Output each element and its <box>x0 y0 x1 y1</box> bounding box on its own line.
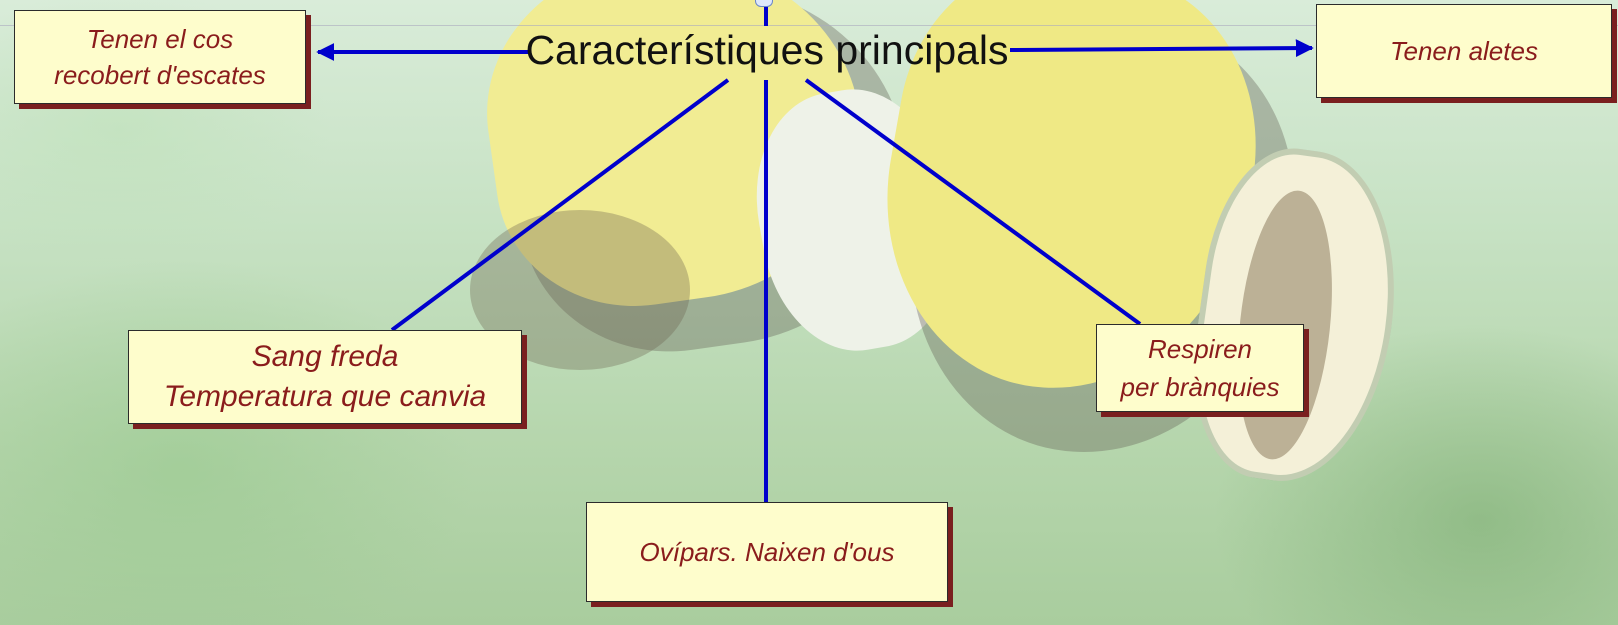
arrow-to-fins <box>1009 39 1314 58</box>
node-cold-blood: Sang freda Temperatura que canvia <box>128 330 522 424</box>
central-topic: Característiques principals <box>525 27 1009 73</box>
node-fins: Tenen aletes <box>1316 4 1612 98</box>
node-cold-blood-line-2: Temperatura que canvia <box>163 380 487 413</box>
connector-handle-icon[interactable] <box>755 0 773 7</box>
node-fins-line-1: Tenen aletes <box>1390 35 1538 66</box>
node-oviparous-line-1: Ovípars. Naixen d'ous <box>639 536 895 567</box>
top-rule-line <box>0 25 1618 26</box>
node-scales-line-2: recobert d'escates <box>54 60 266 90</box>
node-oviparous: Ovípars. Naixen d'ous <box>586 502 948 602</box>
node-gills-line-2: per brànquies <box>1120 372 1280 402</box>
node-cold-blood-line-1: Sang freda <box>251 340 399 373</box>
line-to-gills <box>804 78 1142 326</box>
node-scales-line-1: Tenen el cos <box>86 24 234 54</box>
node-gills: Respiren per brànquies <box>1096 324 1304 412</box>
node-gills-line-1: Respiren <box>1147 334 1253 364</box>
node-scales: Tenen el cos recobert d'escates <box>14 10 306 104</box>
line-to-cold-blood <box>390 78 730 332</box>
